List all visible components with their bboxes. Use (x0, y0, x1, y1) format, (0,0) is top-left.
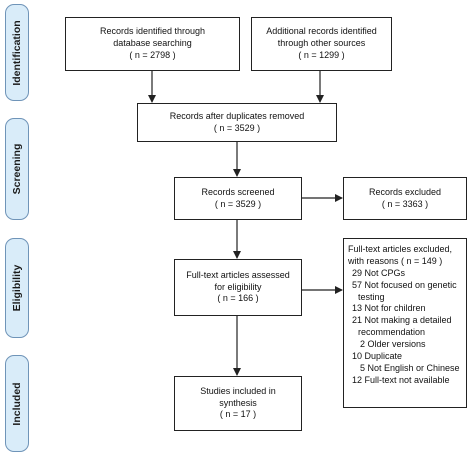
box-studies-included: Studies included in synthesis ( n = 17 ) (174, 376, 302, 431)
box-fulltext-assessed: Full-text articles assessed for eligibil… (174, 259, 302, 316)
phase-eligibility: Eligibility (5, 238, 29, 338)
box-records-excluded: Records excluded ( n = 3363 ) (343, 177, 467, 220)
exclusion-reason: 21 Not making a detailed (352, 315, 452, 326)
duplicates-removed-count: ( n = 3529 ) (213, 122, 261, 133)
duplicates-removed-line1: Records after duplicates removed (169, 110, 305, 121)
fulltext-assessed-line1: Full-text articles assessed (186, 269, 290, 280)
phase-screening: Screening (5, 118, 29, 220)
exclusion-reason: recommendation (358, 327, 426, 338)
box-other-sources-records: Additional records identified through ot… (251, 17, 392, 71)
fulltext-excluded-line1: Full-text articles excluded, (348, 244, 453, 254)
fulltext-assessed-count: ( n = 166 ) (217, 293, 259, 304)
studies-included-line2: synthesis (219, 397, 257, 408)
exclusion-reason: 10 Duplicate (352, 350, 403, 361)
records-excluded-line1: Records excluded (368, 186, 442, 197)
exclusion-reason: 57 Not focused on genetic (352, 279, 457, 290)
exclusion-reason: testing (358, 291, 385, 302)
exclusion-reason: 29 Not CPGs (352, 267, 406, 278)
exclusion-reason: 13 Not for children (352, 303, 426, 314)
database-records-line2: database searching (113, 38, 192, 49)
database-records-line1: Records identified through (99, 26, 206, 37)
fulltext-excluded-line2: with reasons ( n = 149 ) (348, 255, 443, 266)
exclusion-reason: 5 Not English or Chinese (360, 362, 460, 373)
box-duplicates-removed: Records after duplicates removed ( n = 3… (137, 103, 337, 142)
box-records-screened: Records screened ( n = 3529 ) (174, 177, 302, 220)
records-screened-count: ( n = 3529 ) (214, 198, 262, 209)
exclusion-reason: 12 Full-text not available (352, 374, 450, 385)
other-sources-line2: through other sources (277, 38, 366, 49)
records-screened-line1: Records screened (201, 186, 275, 197)
box-fulltext-excluded: Full-text articles excluded, with reason… (343, 238, 467, 408)
box-database-records: Records identified through database sear… (65, 17, 240, 71)
records-excluded-count: ( n = 3363 ) (381, 198, 429, 209)
fulltext-assessed-line2: for eligibility (214, 281, 262, 292)
exclusion-reason: 2 Older versions (360, 339, 426, 349)
phase-included: Included (5, 355, 29, 452)
studies-included-count: ( n = 17 ) (219, 409, 257, 420)
studies-included-line1: Studies included in (200, 385, 276, 396)
database-records-count: ( n = 2798 ) (129, 49, 176, 60)
other-sources-line1: Additional records identified (266, 26, 377, 37)
phase-identification: Identification (5, 4, 29, 101)
other-sources-count: ( n = 1299 ) (298, 49, 345, 60)
